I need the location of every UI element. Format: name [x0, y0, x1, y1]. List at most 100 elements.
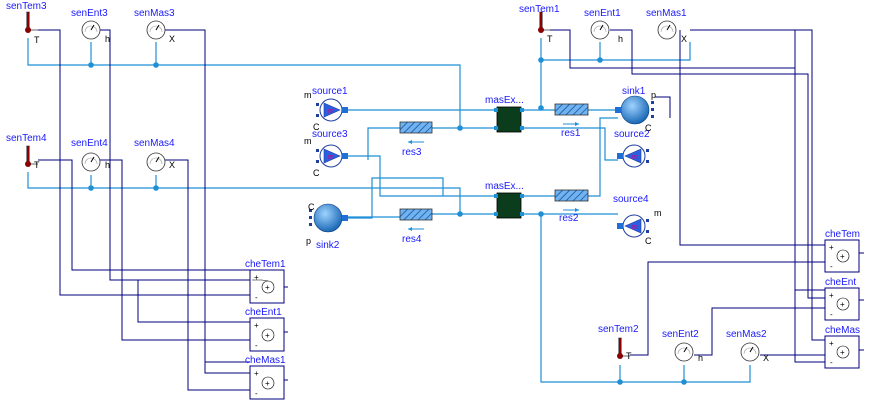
res1-label: res1 — [561, 128, 581, 139]
senMas3[interactable]: senMas3 X — [134, 8, 175, 44]
senMas3-label: senMas3 — [134, 8, 175, 19]
svg-text:+: + — [829, 339, 834, 348]
source3-label: source3 — [312, 129, 348, 140]
source4[interactable]: m source4 m C — [613, 194, 662, 246]
source4-port-c: C — [645, 236, 652, 246]
source1-label: source1 — [312, 86, 348, 97]
fluid-connections — [27, 38, 751, 383]
signal-line — [697, 29, 825, 341]
res2-label: res2 — [559, 213, 579, 224]
senMas4-label: senMas4 — [134, 138, 175, 149]
senEnt4-port: h — [105, 160, 110, 170]
svg-text:-: - — [830, 262, 833, 271]
svg-text:-: - — [255, 341, 258, 350]
fluid-line-top-left — [27, 38, 461, 128]
source3-port-c: C — [313, 168, 320, 178]
masEx2-label: masEx... — [485, 181, 524, 192]
senMas3-port: X — [169, 34, 175, 44]
senEnt3-port: h — [105, 34, 110, 44]
svg-text:+: + — [840, 348, 845, 357]
senTem1[interactable]: senTem1 T — [519, 4, 560, 44]
sink1-port-c: C — [645, 123, 652, 133]
fluid-line — [367, 127, 400, 160]
signal-line — [38, 29, 250, 296]
res4[interactable]: res4 — [399, 208, 433, 245]
cheTem1-label: cheTem1 — [245, 259, 286, 270]
source3-port-m: m — [304, 136, 312, 146]
svg-text:+: + — [840, 300, 845, 309]
sink1-port-p: p — [651, 90, 656, 100]
senMas2[interactable]: senMas2 X — [726, 329, 769, 363]
source1[interactable]: m source1 m C — [304, 86, 348, 132]
cheMas1[interactable]: + - + cheMas1 — [245, 355, 286, 400]
senEnt3-label: senEnt3 — [71, 8, 108, 19]
source4-port-m: m — [654, 208, 662, 218]
svg-text:+: + — [254, 369, 259, 378]
signal-line — [38, 159, 250, 271]
senTem4[interactable]: senTem4 T — [6, 133, 47, 170]
senEnt1-port: h — [618, 34, 623, 44]
senEnt4[interactable]: senEnt4 h — [71, 138, 110, 172]
signal-line — [679, 30, 808, 246]
source1-port-m: m — [304, 90, 312, 100]
cheMas[interactable]: + - + cheMas — [824, 325, 860, 369]
svg-text:+: + — [265, 331, 270, 340]
source4-label: source4 — [613, 194, 649, 205]
res4-label: res4 — [402, 234, 422, 245]
source3[interactable]: m source3 m C — [304, 129, 348, 178]
svg-text:+: + — [254, 273, 259, 282]
senEnt1[interactable]: senEnt1 h — [584, 8, 623, 44]
senTem3-label: senTem3 — [6, 1, 47, 12]
cheTem-label: cheTem — [825, 229, 860, 240]
senMas1[interactable]: senMas1 X — [646, 8, 687, 44]
svg-text:+: + — [829, 243, 834, 252]
masEx1[interactable]: masEx... — [485, 95, 524, 133]
res3[interactable]: res3 — [399, 121, 433, 158]
signal-line — [690, 29, 796, 68]
cheEnt1[interactable]: + - + cheEnt1 — [245, 307, 285, 352]
signal-line — [610, 29, 825, 246]
senEnt2-label: senEnt2 — [662, 329, 699, 340]
signal-line — [100, 29, 250, 281]
svg-text:-: - — [830, 358, 833, 367]
cheMas-label: cheMas — [825, 325, 860, 336]
svg-text:m: m — [328, 108, 334, 115]
senTem2[interactable]: senTem2 T — [598, 324, 639, 361]
sink2[interactable]: sink2 C p — [306, 202, 348, 251]
signal-line — [100, 159, 250, 341]
senMas1-port: X — [681, 34, 687, 44]
cheEnt[interactable]: + - + cheEnt — [824, 277, 860, 321]
signal-line — [807, 245, 825, 299]
res3-label: res3 — [402, 147, 422, 158]
masEx2[interactable]: masEx... — [485, 181, 524, 219]
res2[interactable]: res2 — [554, 189, 589, 224]
sink2-port-p: p — [306, 236, 311, 246]
svg-text:-: - — [255, 293, 258, 302]
sink1[interactable]: sink1 p C — [615, 86, 656, 133]
fluid-line — [343, 177, 444, 219]
junction-dots — [88, 57, 687, 385]
cheTem1[interactable]: + - + cheTem1 — [245, 259, 286, 304]
res1[interactable]: res1 — [554, 103, 589, 139]
senTem1-port: T — [547, 34, 553, 44]
senTem2-port: T — [626, 351, 632, 361]
cheTem[interactable]: + - + cheTem — [824, 229, 860, 273]
senTem3[interactable]: senTem3 T — [6, 1, 47, 45]
svg-text:+: + — [829, 291, 834, 300]
senTem2-label: senTem2 — [598, 324, 639, 335]
senEnt3[interactable]: senEnt3 h — [71, 8, 110, 44]
cheEnt1-label: cheEnt1 — [245, 307, 282, 318]
sink1-label: sink1 — [622, 86, 646, 97]
fluid-line — [345, 155, 497, 197]
source2[interactable]: m source2 — [614, 129, 650, 168]
svg-text:+: + — [265, 379, 270, 388]
fluid-line — [541, 42, 691, 61]
svg-text:m: m — [328, 154, 334, 161]
senMas4[interactable]: senMas4 X — [134, 138, 175, 172]
senTem3-port: T — [34, 35, 40, 45]
senEnt2[interactable]: senEnt2 h — [662, 329, 703, 363]
senMas4-port: X — [169, 160, 175, 170]
senEnt4-label: senEnt4 — [71, 138, 108, 149]
senTem4-port: T — [34, 160, 40, 170]
